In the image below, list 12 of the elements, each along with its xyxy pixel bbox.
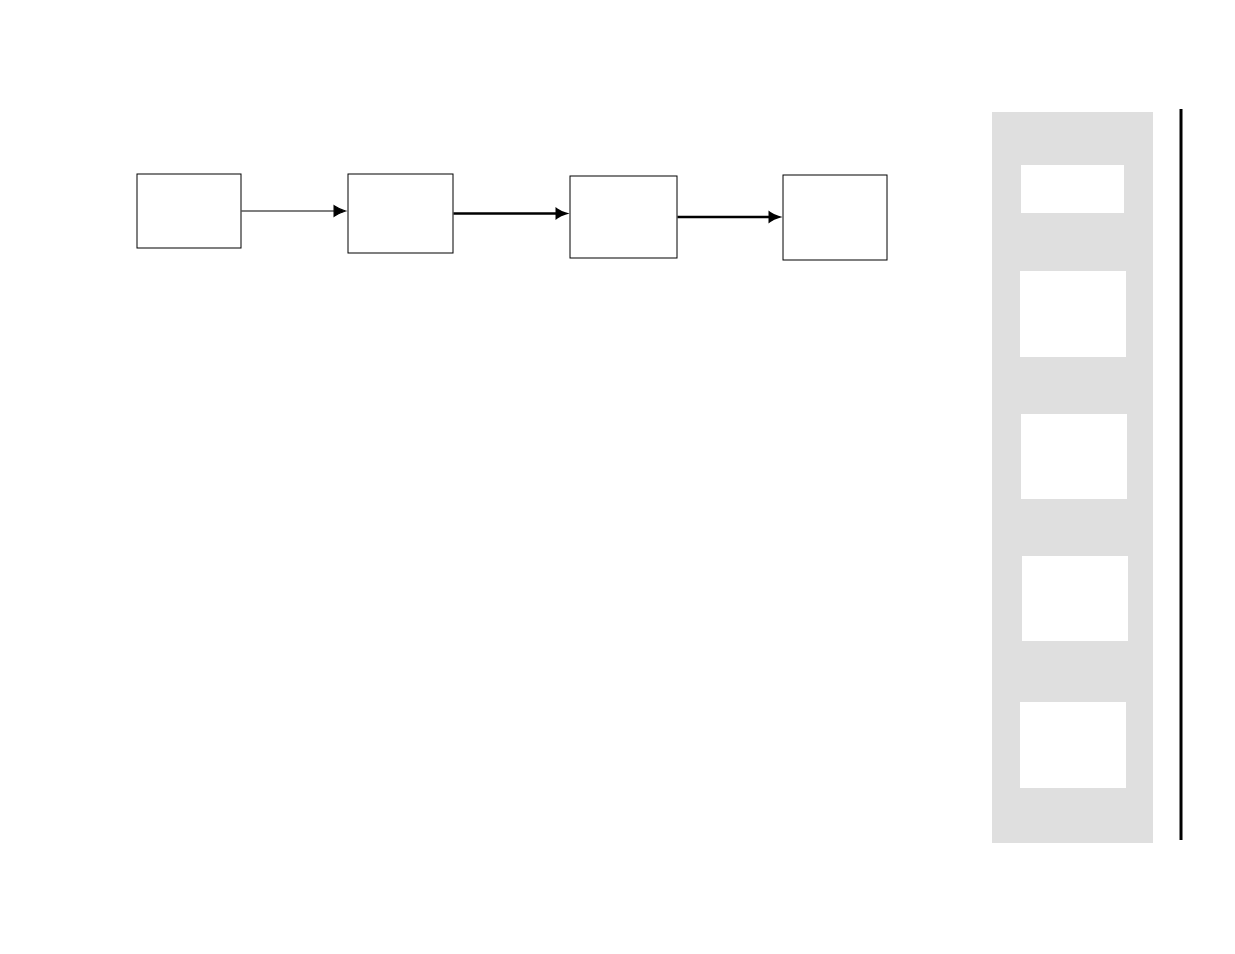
blank-box [1020,702,1126,788]
process-box [569,175,678,259]
process-box [782,174,888,261]
blank-box [1022,556,1128,641]
arrow [453,208,567,219]
blank-box [1021,414,1127,499]
arrow [240,205,347,217]
blank-box [1020,271,1126,357]
process-box [347,173,454,254]
arrow [677,211,780,223]
blank-box [1021,165,1124,213]
process-box [136,173,242,249]
